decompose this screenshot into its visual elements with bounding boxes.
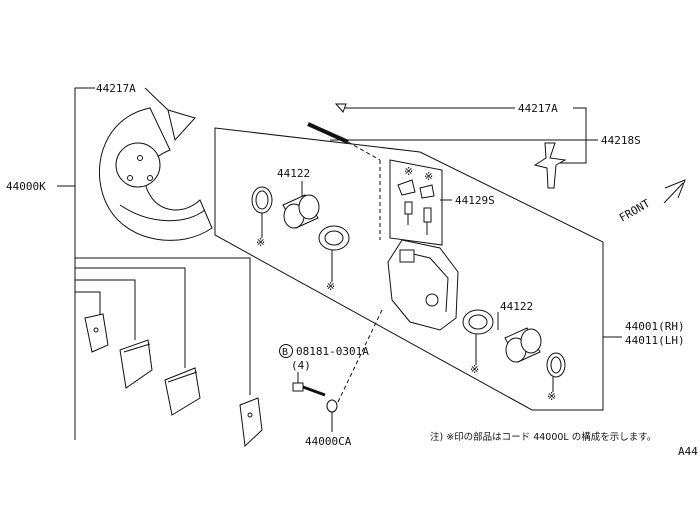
asterisk-mark: ※ [424,170,433,183]
brake-pad-shim-outer [84,313,109,353]
brake-pad-shim-inner [239,397,263,448]
piston-lower [504,327,542,363]
piston-seal-upper-left [251,186,273,214]
spring-clip [533,142,567,189]
callout-caliper-lh: 44011(LH) [625,334,685,347]
asterisk-mark: ※ [326,280,335,293]
footnote: 注) ※印の部品はコード 44000L の構成を示します。 [430,431,656,443]
asterisk-mark: ※ [470,363,479,376]
backing-plate [98,107,213,241]
callout-backing-plate: 44217A [96,82,136,95]
bleeder-bolt-kit [397,179,435,235]
piston-seal-lower [462,309,494,335]
asterisk-mark: ※ [547,390,556,403]
corner-code: A44 [678,445,698,458]
piston-upper [282,194,320,229]
callout-bolt-qty: (4) [291,359,311,372]
asterisk-mark: ※ [256,236,265,249]
front-label: FRONT [617,197,653,225]
bolt-circle-marker [279,344,293,358]
bolt-circle-letter: B [282,347,288,358]
callout-piston-upper: 44122 [277,167,310,180]
asterisk-mark: ※ [404,165,413,178]
callout-backing-plate-assy: 44000K [6,180,46,193]
brake-pad-outer [119,339,153,389]
callout-piston-lower: 44122 [500,300,533,313]
caliper-body [387,239,459,331]
callout-washer: 44000CA [305,435,352,448]
front-direction-arrow [663,179,686,204]
piston-boot-upper [318,225,350,251]
callout-bolt-kit: 44129S [455,194,495,207]
callout-caliper-rh: 44001(RH) [625,320,685,333]
callout-pin-top: 44217A [518,102,558,115]
mounting-bolt [292,382,326,397]
brake-pad-inner [164,367,201,416]
guide-pin [307,103,349,144]
washer [326,399,338,413]
assembly-frame [214,127,604,411]
piston-seal-lower-right [546,352,566,378]
callout-pin-spring: 44218S [601,134,641,147]
callout-bolt-part: 08181-0301A [296,345,369,358]
